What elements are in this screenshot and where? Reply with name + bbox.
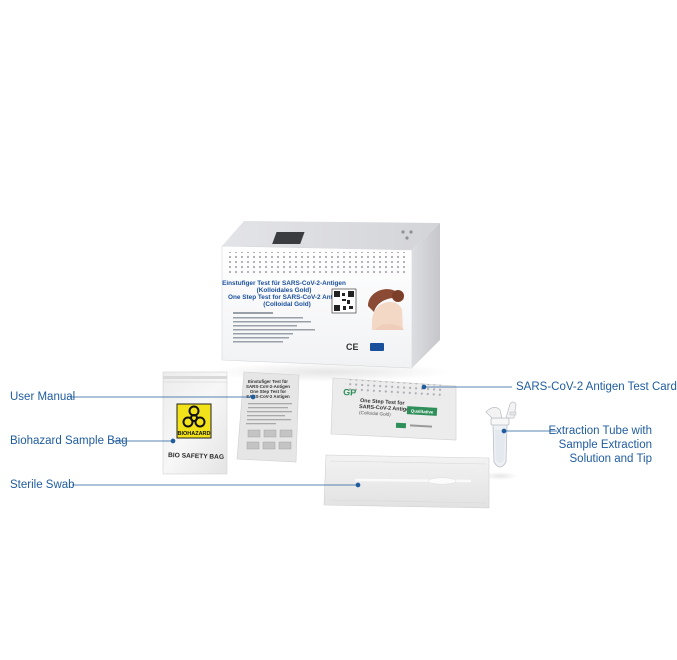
callout-extraction-tube-1: Extraction Tube with <box>548 425 652 437</box>
manual-title-1: Einstufiger Test für <box>248 379 288 384</box>
antigen-test-card-pouch: GP One Step Test for SARS-CoV-2 Antigen … <box>330 377 457 441</box>
manual-title-2: SARS-CoV-2-Antigen <box>246 384 290 389</box>
extraction-tube <box>482 401 518 480</box>
box-small-print <box>233 312 315 343</box>
ce-mark: CE <box>346 342 359 352</box>
box-window <box>272 232 305 244</box>
card-dot-band <box>344 378 446 400</box>
callout-test-card: SARS-CoV-2 Antigen Test Card <box>516 381 677 393</box>
card-qualitative-badge: Qualitative <box>411 408 434 414</box>
qr-code <box>331 288 357 314</box>
sterile-swab-pack <box>323 454 490 509</box>
callout-lines <box>70 384 557 488</box>
box-title-de-2: (Kolloidales Gold) <box>257 287 312 294</box>
biohazard-sample-bag: BIOHAZARD BIO SAFETY BAG <box>162 371 228 475</box>
biohazard-icon <box>182 405 206 428</box>
callout-user-manual: User Manual <box>10 391 76 403</box>
manual-title-3: One Step Test for <box>250 389 287 394</box>
box-logo-tag <box>370 343 384 351</box>
manual-title-4: SARS-CoV-2 Antigen <box>246 394 290 399</box>
callout-extraction-tube-3: Solution and Tip <box>569 453 652 465</box>
box-title-en-2: (Colloidal Gold) <box>263 301 311 308</box>
bio-safety-bag-text: BIO SAFETY BAG <box>168 452 224 461</box>
box-dot-band <box>226 252 408 276</box>
box-title-de-1: Einstufiger Test für SARS-CoV-2-Antigen <box>222 280 346 287</box>
card-title-1: One Step Test for <box>360 398 406 407</box>
callout-extraction-tube-2: Sample Extraction <box>558 439 652 451</box>
test-kit-box: Einstufiger Test für SARS-CoV-2-Antigen … <box>210 221 450 382</box>
card-logo: GP <box>343 387 357 398</box>
nasal-swab-illustration <box>368 289 404 330</box>
card-title-3: (Colloidal Gold) <box>359 410 391 417</box>
user-manual: Einstufiger Test für SARS-CoV-2-Antigen … <box>236 371 300 463</box>
product-photo: Einstufiger Test für SARS-CoV-2-Antigen … <box>70 221 557 509</box>
biohazard-badge-text: BIOHAZARD <box>178 431 211 437</box>
callout-sterile-swab: Sterile Swab <box>10 479 75 491</box>
card-title-2: SARS-CoV-2 Antigen <box>359 404 413 413</box>
callout-biohazard-bag: Biohazard Sample Bag <box>10 435 128 447</box>
swab-tip <box>427 477 457 485</box>
box-title-en-1: One Step Test for SARS-CoV-2 Antigen <box>228 294 346 301</box>
